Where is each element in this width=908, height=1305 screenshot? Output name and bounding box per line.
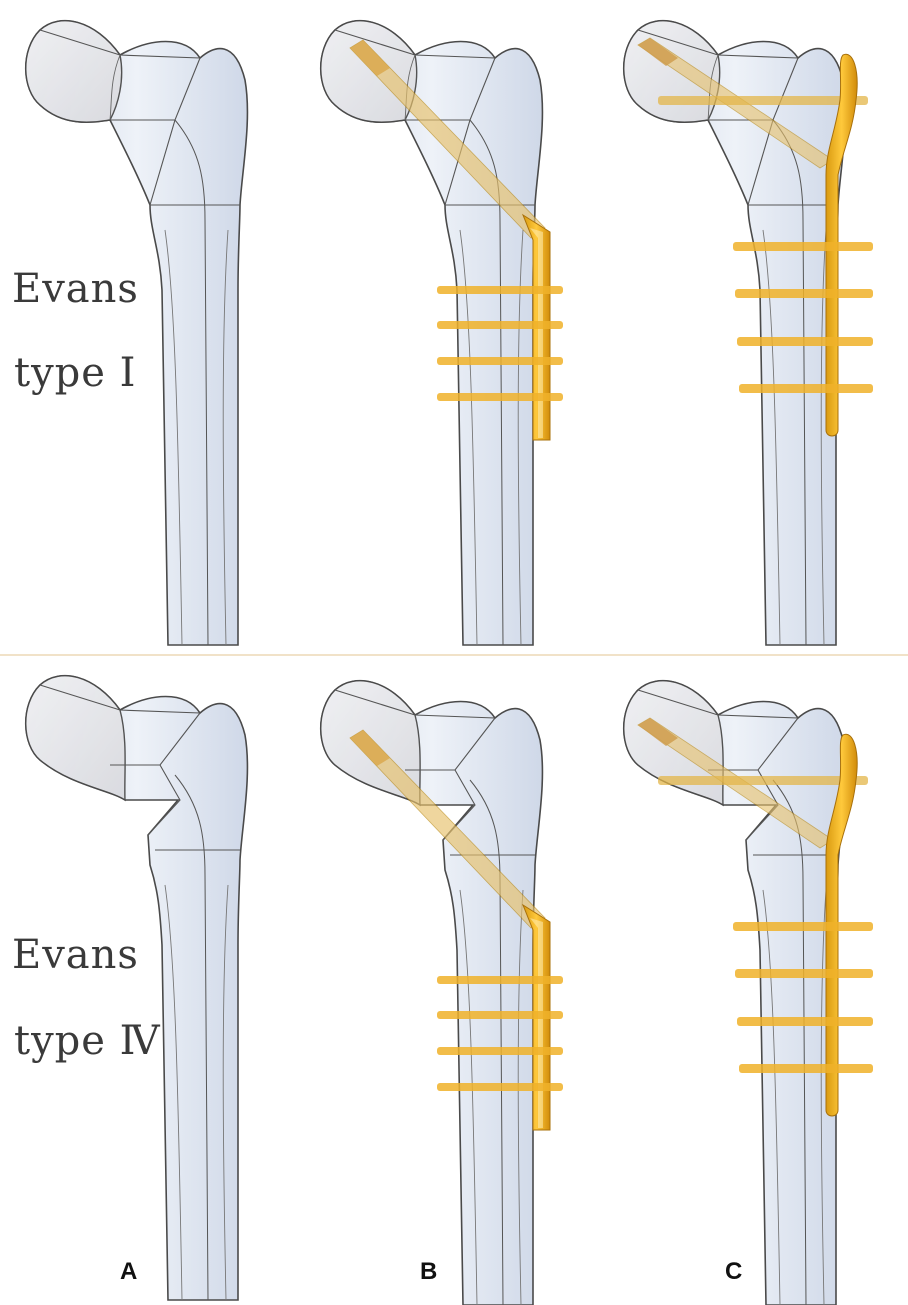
panel-row1-col-c (624, 21, 873, 645)
column-label-a: A (120, 1258, 137, 1286)
row1-label-line1: Evans (12, 266, 139, 312)
panel-row2-col-a (26, 676, 248, 1300)
panel-row1-col-a (26, 21, 248, 645)
row1-label-line2: type Ⅰ (14, 350, 136, 396)
column-label-b: B (420, 1258, 437, 1286)
column-label-c: C (725, 1258, 742, 1286)
panel-row2-col-b (321, 681, 563, 1305)
row2-label-line2: type Ⅳ (14, 1018, 161, 1064)
panel-row1-col-b (321, 21, 563, 645)
row2-label-line1: Evans (12, 932, 139, 978)
panel-row2-col-c (624, 681, 873, 1305)
